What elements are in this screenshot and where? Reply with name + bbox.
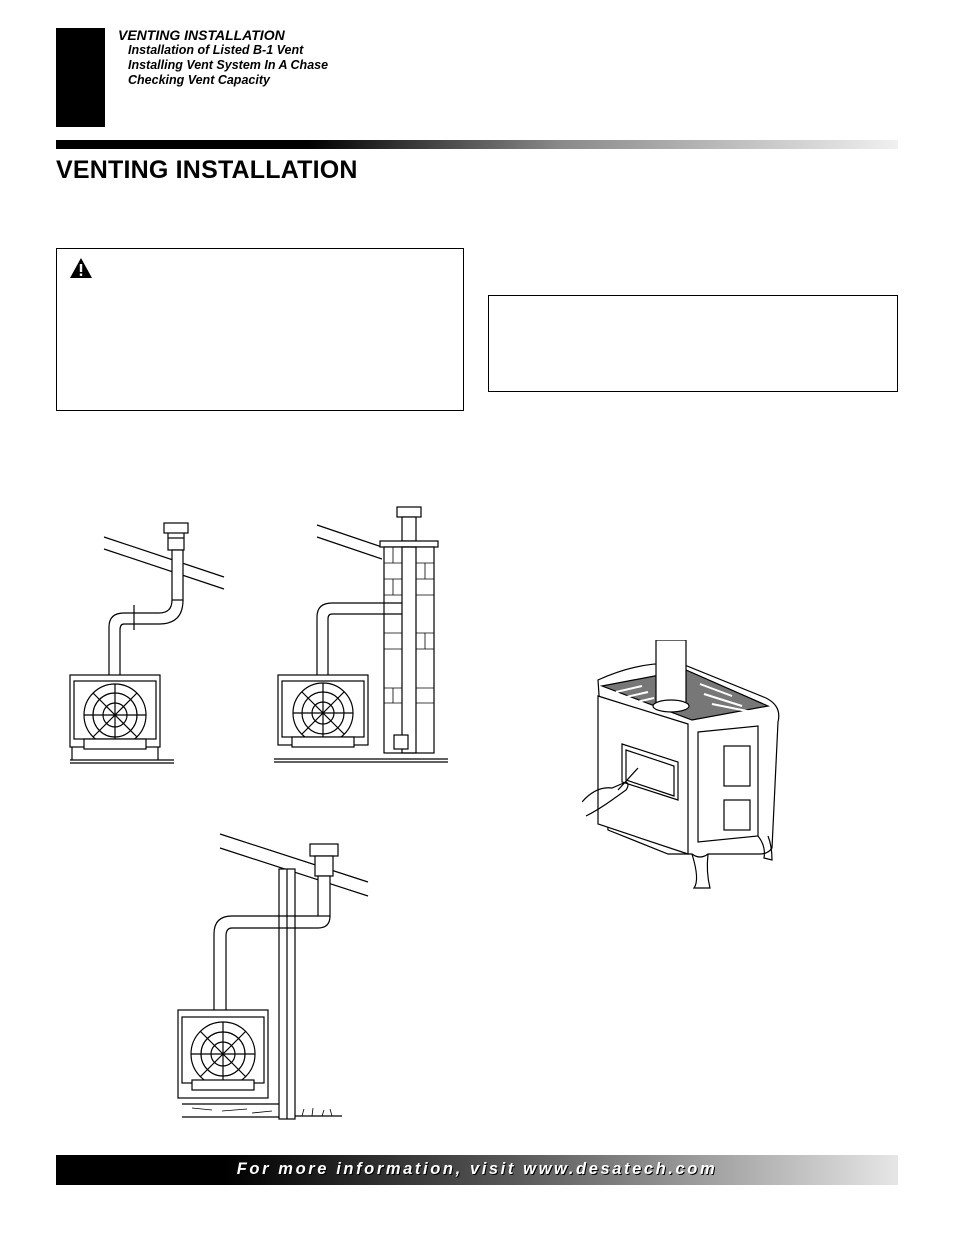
notice-box	[488, 295, 898, 392]
figure-vent-through-roof	[69, 522, 225, 764]
subsection-item: Installation of Listed B-1 Vent	[128, 43, 304, 57]
warning-box	[56, 248, 464, 411]
figure-checking-vent-capacity	[582, 640, 780, 889]
subsection-item: Installing Vent System In A Chase	[128, 58, 329, 72]
page-title: VENTING INSTALLATION	[56, 156, 358, 184]
page-tab-marker	[56, 28, 105, 127]
figure-vent-in-chase	[177, 833, 369, 1120]
section-title: VENTING INSTALLATION	[118, 27, 285, 43]
footer-link-text[interactable]: For more information, visit www.desatech…	[236, 1160, 718, 1178]
section-contents: VENTING INSTALLATION Installation of Lis…	[118, 27, 328, 88]
header-divider	[56, 140, 898, 149]
footer-bar: For more information, visit www.desatech…	[56, 1155, 898, 1185]
figure-vent-into-masonry-chimney	[274, 506, 448, 763]
subsection-item: Checking Vent Capacity	[128, 73, 270, 87]
warning-triangle-icon	[70, 258, 92, 278]
